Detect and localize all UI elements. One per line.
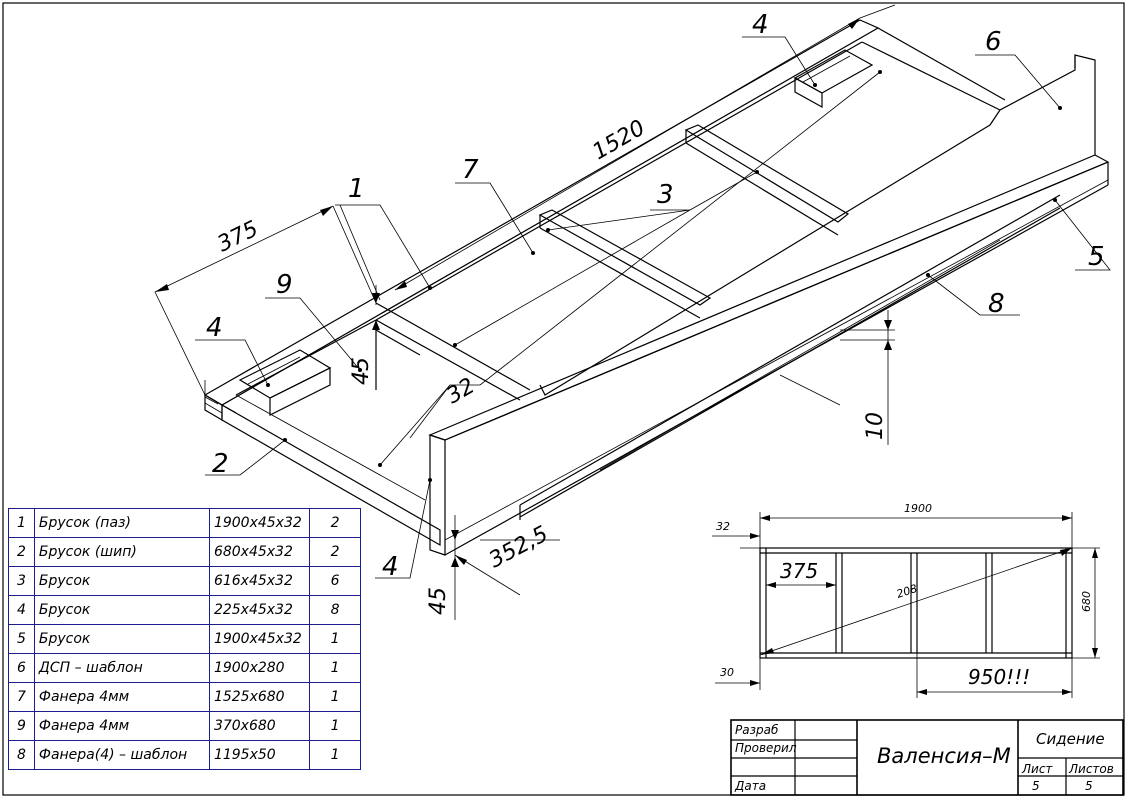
dim-352-5-iso: 352,5 bbox=[485, 522, 552, 574]
part-qty: 1 bbox=[309, 711, 361, 741]
tb-list-label: Лист bbox=[1022, 762, 1053, 776]
tb-listov-label: Листов bbox=[1069, 762, 1114, 776]
title-block-frame bbox=[730, 719, 1124, 796]
part-pos: 9 bbox=[8, 711, 35, 741]
part-size: 370х680 bbox=[208, 711, 311, 741]
plan-dim-1900: 1900 bbox=[904, 502, 932, 515]
part-pos: 7 bbox=[8, 682, 35, 712]
part-pos: 1 bbox=[8, 508, 35, 538]
tb-razrab: Разраб bbox=[735, 723, 779, 737]
plan-dim-680: 680 bbox=[1080, 591, 1093, 612]
part-name: Сидение bbox=[1036, 730, 1105, 748]
callout-8: 8 bbox=[988, 289, 1005, 319]
title-block: Разраб Проверил Дата Валенсия–М Сидение … bbox=[731, 720, 1123, 795]
callout-1: 1 bbox=[348, 174, 365, 204]
part-qty: 2 bbox=[309, 508, 361, 538]
part-pos: 2 bbox=[8, 537, 35, 567]
part-qty: 1 bbox=[309, 740, 361, 770]
part-qty: 1 bbox=[309, 624, 361, 654]
callout-5: 5 bbox=[1088, 242, 1105, 272]
part-name-cell: Фанера 4мм bbox=[33, 711, 210, 741]
plan-dim-32: 32 bbox=[716, 520, 730, 533]
part-name-cell: Брусок bbox=[33, 624, 210, 654]
part-size: 225х45х32 bbox=[208, 595, 311, 625]
part-pos: 8 bbox=[8, 740, 35, 770]
part-pos: 5 bbox=[8, 624, 35, 654]
plan-dim-208: 208 bbox=[895, 582, 919, 601]
tb-proveril: Проверил bbox=[735, 741, 797, 755]
part-name-cell: Брусок bbox=[33, 595, 210, 625]
part-size: 1195х50 bbox=[208, 740, 311, 770]
part-name-cell: Брусок bbox=[33, 566, 210, 596]
part-qty: 1 bbox=[309, 653, 361, 683]
part-size: 1900х280 bbox=[208, 653, 311, 683]
part-pos: 6 bbox=[8, 653, 35, 683]
part-name-cell: ДСП – шаблон bbox=[33, 653, 210, 683]
part-size: 1900х45х32 bbox=[208, 508, 311, 538]
part-qty: 6 bbox=[309, 566, 361, 596]
callout-7: 7 bbox=[462, 155, 479, 185]
plan-dim-950: 950!!! bbox=[968, 665, 1030, 689]
callout-2: 2 bbox=[212, 449, 229, 479]
dim-45-iso: 45 bbox=[349, 357, 374, 385]
part-size: 1900х45х32 bbox=[208, 624, 311, 654]
plan-dim-30: 30 bbox=[720, 666, 734, 679]
callout-4-left: 4 bbox=[206, 313, 223, 343]
plan-dim-375: 375 bbox=[780, 559, 818, 583]
part-pos: 3 bbox=[8, 566, 35, 596]
part-size: 1525х680 bbox=[208, 682, 311, 712]
callout-3: 3 bbox=[657, 180, 674, 210]
plan-view: 1900 32 375 208 680 30 950!!! bbox=[712, 502, 1100, 698]
drawing-name: Валенсия–М bbox=[877, 744, 1011, 768]
dim-32-iso: 32 bbox=[443, 374, 480, 410]
part-name-cell: Брусок (шип) bbox=[33, 537, 210, 567]
part-pos: 4 bbox=[8, 595, 35, 625]
dim-45-iso-bottom: 45 bbox=[426, 587, 451, 615]
callout-4-front: 4 bbox=[382, 552, 399, 582]
tb-list-value: 5 bbox=[1032, 779, 1040, 793]
part-qty: 2 bbox=[309, 537, 361, 567]
tb-data: Дата bbox=[735, 779, 767, 793]
part-qty: 1 bbox=[309, 682, 361, 712]
part-size: 616х45х32 bbox=[208, 566, 311, 596]
callout-6: 6 bbox=[985, 27, 1002, 57]
part-name-cell: Фанера(4) – шаблон bbox=[33, 740, 210, 770]
dim-375-iso: 375 bbox=[214, 217, 263, 258]
part-name-cell: Фанера 4мм bbox=[33, 682, 210, 712]
dim-10-iso: 10 bbox=[863, 412, 888, 440]
callout-9: 9 bbox=[276, 270, 293, 300]
callout-4-top: 4 bbox=[752, 10, 769, 40]
part-size: 680х45х32 bbox=[208, 537, 311, 567]
tb-listov-value: 5 bbox=[1085, 779, 1093, 793]
part-qty: 8 bbox=[309, 595, 361, 625]
part-name-cell: Брусок (паз) bbox=[33, 508, 210, 538]
